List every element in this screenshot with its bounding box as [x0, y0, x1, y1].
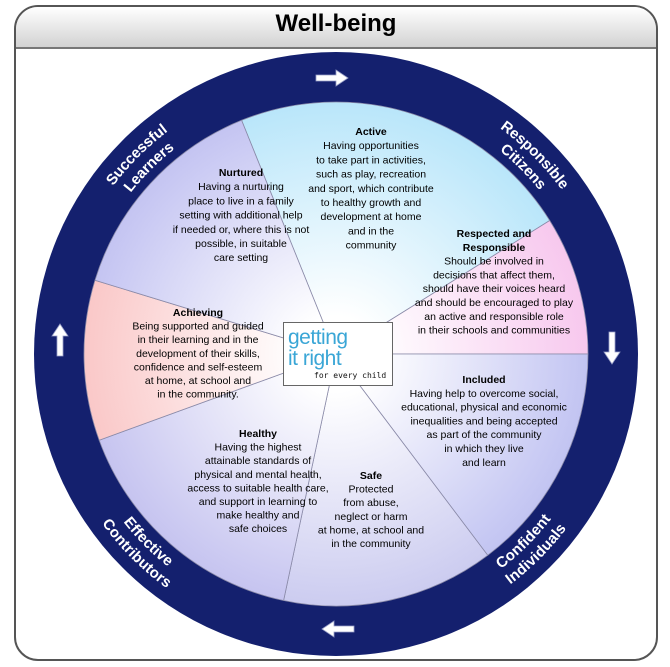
- segment-achieving: [83, 279, 338, 441]
- segment-text-nurtured-line: Having a nurturing: [198, 181, 284, 193]
- diagram-title: Well-being: [275, 10, 397, 37]
- segment-text-safe-line: Protected: [349, 484, 394, 496]
- segment-respected: [334, 219, 589, 355]
- segment-text-active-line: such as play, recreation: [316, 169, 426, 181]
- segment-text-active-title: Active: [355, 126, 387, 138]
- down-arrow: [603, 331, 621, 365]
- logo-tagline: for every child: [314, 371, 387, 380]
- segment-text-nurtured-line: possible, in suitable: [195, 238, 287, 250]
- segment-text-active-line: to take part in activities,: [316, 154, 426, 166]
- segment-text-nurtured-line: care setting: [214, 252, 268, 264]
- segment-text-active-line: community: [346, 240, 398, 252]
- segment-text-healthy-line: physical and mental health,: [194, 469, 321, 481]
- segment-text-achieving-line: confidence and self-esteem: [134, 361, 263, 373]
- getting-it-right-logo: getting it right for every child: [283, 322, 393, 386]
- segment-text-nurtured-line: if needed or, where this is not: [173, 224, 310, 236]
- segment-text-healthy-line: make healthy and: [217, 510, 300, 522]
- segment-active: [241, 101, 551, 355]
- segment-text-achieving-title: Achieving: [173, 307, 223, 319]
- right-arrow-shape: [315, 69, 349, 87]
- segment-text-included-title: Included: [462, 374, 505, 386]
- segment-text-safe-line: at home, at school and: [318, 524, 424, 536]
- segment-text-achieving-line: Being supported and guided: [132, 321, 264, 333]
- left-arrow: [321, 620, 355, 638]
- segment-text-included-line: as part of the community: [427, 429, 543, 441]
- segment-text-active-line: and in the: [348, 225, 394, 237]
- segment-text-achieving-line: in their learning and in the: [138, 334, 259, 346]
- segment-text-respected-title: Respected and: [457, 228, 532, 240]
- segment-text-active-line: and sport, which contribute: [308, 183, 434, 195]
- segment-text-included-line: in which they live: [444, 443, 524, 455]
- segment-text-included-line: inequalities and being accepted: [410, 415, 557, 427]
- segment-text-safe-line: from abuse,: [343, 497, 398, 509]
- segment-included: [335, 353, 589, 556]
- segment-healthy: [98, 353, 337, 601]
- segment-text-safe-line: neglect or harm: [335, 511, 408, 523]
- up-arrow-shape: [51, 323, 69, 357]
- logo-line-1: getting: [288, 326, 348, 349]
- segment-text-safe-title: Safe: [360, 470, 382, 482]
- up-arrow: [51, 323, 69, 357]
- segment-text-achieving-line: at home, at school and: [145, 375, 251, 387]
- segment-text-achieving-line: development of their skills,: [136, 348, 260, 360]
- segment-text-respected-title: Responsible: [463, 242, 526, 254]
- segment-text-included-line: and learn: [462, 457, 506, 469]
- segment-text-nurtured-line: place to live in a family: [188, 195, 294, 207]
- segment-text-respected-line: decisions that affect them,: [433, 269, 555, 281]
- segment-text-healthy-title: Healthy: [239, 428, 277, 440]
- right-arrow: [315, 69, 349, 87]
- segment-text-nurtured-line: setting with additional help: [179, 210, 302, 222]
- segment-text-achieving-line: in the community.: [157, 389, 239, 401]
- title-bar: Well-being: [16, 7, 656, 49]
- segment-text-healthy-line: and support in learning to: [199, 496, 318, 508]
- logo-line-2: it right: [288, 347, 342, 370]
- segment-text-included-line: educational, physical and economic: [401, 402, 567, 414]
- segment-safe: [283, 353, 489, 607]
- segment-nurtured: [94, 119, 337, 355]
- segment-text-healthy-line: Having the highest: [215, 442, 302, 454]
- segment-text-respected-line: in their schools and communities: [418, 325, 570, 337]
- segment-text-healthy-line: access to suitable health care,: [187, 482, 328, 494]
- segment-text-respected-line: an active and responsible role: [424, 311, 564, 323]
- segment-text-active-line: development at home: [321, 211, 422, 223]
- segment-text-nurtured-title: Nurtured: [219, 167, 263, 179]
- segment-text-safe-line: in the community: [331, 538, 411, 550]
- segment-text-healthy-line: safe choices: [229, 523, 287, 535]
- down-arrow-shape: [603, 331, 621, 365]
- segment-text-active-line: Having opportunities: [323, 140, 419, 152]
- segment-text-respected-line: and should be encouraged to play: [415, 297, 574, 309]
- segment-text-respected-line: should have their voices heard: [423, 283, 566, 295]
- left-arrow-shape: [321, 620, 355, 638]
- segment-text-respected-line: Should be involved in: [444, 256, 544, 268]
- segment-text-healthy-line: attainable standards of: [205, 455, 311, 467]
- segment-text-active-line: to healthy growth and: [321, 197, 422, 209]
- segment-text-included-line: Having help to overcome social,: [410, 388, 559, 400]
